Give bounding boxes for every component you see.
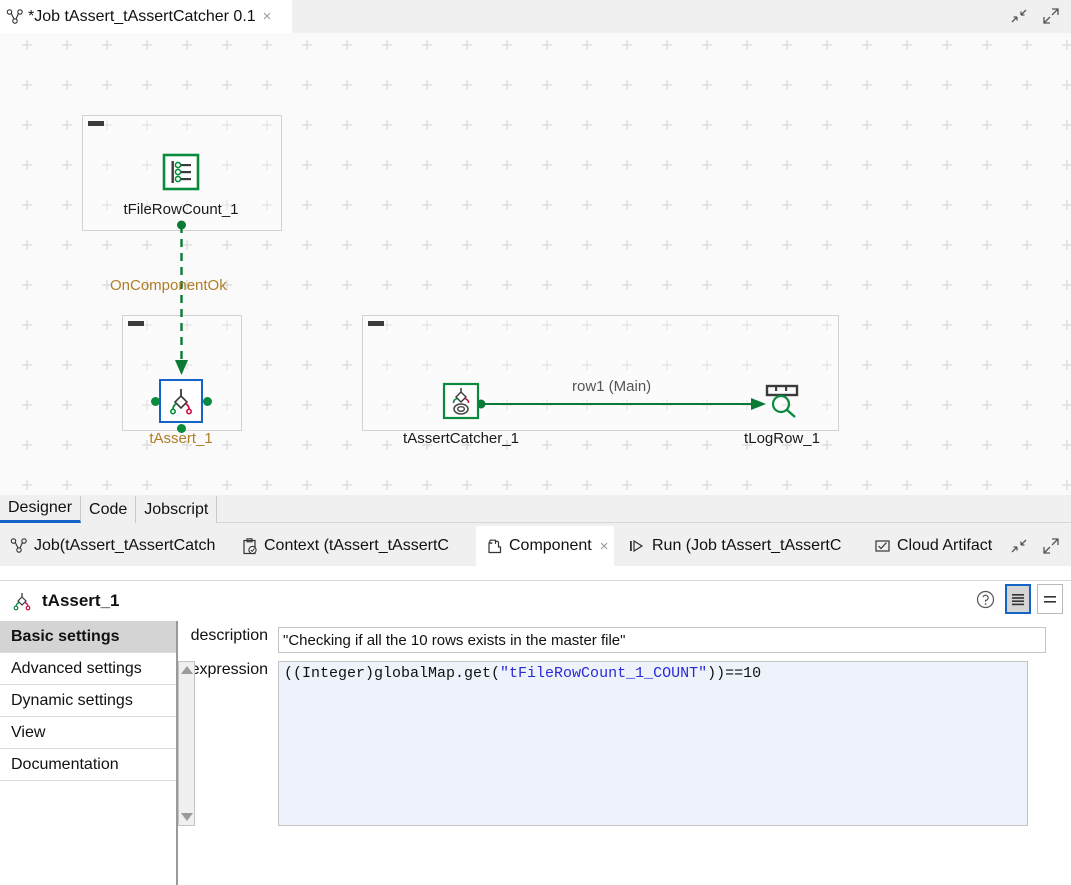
description-label: description xyxy=(190,627,268,644)
view-window-controls xyxy=(1009,536,1061,556)
expression-editor[interactable]: ((Integer)globalMap.get("tFileRowCount_1… xyxy=(278,661,1028,826)
tab-label: Job(tAssert_tAssertCatch xyxy=(34,537,216,554)
subjob-collapse-handle[interactable] xyxy=(88,121,104,126)
component-puzzle-icon xyxy=(486,538,503,555)
component-header-actions xyxy=(971,584,1063,614)
connector-dot-right[interactable] xyxy=(203,397,212,406)
node-tfilerowcount-1[interactable]: tFileRowCount_1 xyxy=(123,153,239,218)
tab-context-view[interactable]: Context (tAssert_tAssertC xyxy=(232,526,476,566)
expression-scrollbar[interactable] xyxy=(178,661,195,826)
editor-tab-title: *Job tAssert_tAssertCatcher 0.1 xyxy=(28,7,256,25)
job-icon xyxy=(10,538,28,554)
run-icon xyxy=(628,538,646,554)
expression-prefix-text: ((Integer)globalMap.get( xyxy=(284,665,501,682)
tab-cloud-artifact-view[interactable]: Cloud Artifact xyxy=(864,526,1006,566)
subjob-frame-assertcatcher[interactable] xyxy=(362,315,839,431)
tab-label: Cloud Artifact xyxy=(897,537,993,554)
context-icon xyxy=(242,537,258,555)
dense-view-icon[interactable] xyxy=(1005,584,1031,614)
sidebar-item-documentation[interactable]: Documentation xyxy=(0,749,176,781)
page-title: tAssert_1 xyxy=(42,591,120,610)
sidebar-item-advanced-settings[interactable]: Advanced settings xyxy=(0,653,176,685)
job-icon xyxy=(6,8,24,25)
expression-string-literal: "tFileRowCount_1_COUNT" xyxy=(500,665,708,682)
restore-icon[interactable] xyxy=(1009,536,1029,556)
help-icon[interactable] xyxy=(971,584,999,614)
designer-tab-bar: Designer Code Jobscript xyxy=(0,495,1071,523)
tab-job-view[interactable]: Job(tAssert_tAssertCatch xyxy=(0,526,232,566)
basic-settings-form: description expression ((Integer)globalM… xyxy=(178,621,1071,885)
node-label: tLogRow_1 xyxy=(744,430,820,447)
tab-designer[interactable]: Designer xyxy=(0,496,82,523)
subjob-collapse-handle[interactable] xyxy=(128,321,144,326)
node-label: tAssertCatcher_1 xyxy=(403,430,519,447)
tab-label: Run (Job tAssert_tAssertC xyxy=(652,537,842,554)
editor-tab-bar: *Job tAssert_tAssertCatcher 0.1 × xyxy=(0,0,1071,33)
job-design-canvas[interactable]: OnComponentOk row1 (Main) tFileRowCount_… xyxy=(0,33,1071,495)
scroll-down-icon[interactable] xyxy=(180,813,193,821)
tab-run-view[interactable]: Run (Job tAssert_tAssertC xyxy=(618,526,864,566)
tab-component-view[interactable]: Component × xyxy=(476,526,614,566)
sparse-view-icon[interactable] xyxy=(1037,584,1063,614)
designer-tab-filler xyxy=(217,495,1071,523)
settings-section-list: Basic settings Advanced settings Dynamic… xyxy=(0,621,177,885)
connector-dot-bottom[interactable] xyxy=(177,424,186,433)
close-icon[interactable]: × xyxy=(262,8,272,25)
connection-layer xyxy=(175,220,766,410)
maximize-icon[interactable] xyxy=(1041,536,1061,556)
subjob-collapse-handle[interactable] xyxy=(368,321,384,326)
editor-tab-job[interactable]: *Job tAssert_tAssertCatcher 0.1 × xyxy=(0,0,292,33)
scroll-up-icon[interactable] xyxy=(180,666,193,674)
node-tassertcatcher-1[interactable]: tAssertCatcher_1 xyxy=(403,382,519,447)
panel-divider xyxy=(177,621,178,885)
node-label: tAssert_1 xyxy=(149,430,213,447)
node-tlogrow-1[interactable]: tLogRow_1 xyxy=(744,382,820,447)
cloud-artifact-icon xyxy=(874,538,891,554)
view-tab-bar: Job(tAssert_tAssertCatch Context (tAsser… xyxy=(0,526,1071,566)
assert-icon xyxy=(10,590,34,612)
connection-label-row1[interactable]: row1 (Main) xyxy=(572,378,652,395)
window-controls xyxy=(1009,6,1061,26)
expression-suffix-text: ))==10 xyxy=(707,665,762,682)
node-tassert-1[interactable]: tAssert_1 xyxy=(149,379,213,447)
close-icon[interactable]: × xyxy=(599,537,609,555)
assert-catcher-icon xyxy=(442,382,480,420)
tab-label: Context (tAssert_tAssertC xyxy=(264,537,449,554)
tab-code[interactable]: Code xyxy=(81,496,137,523)
log-row-icon xyxy=(763,382,801,420)
connection-label-oncomponentok[interactable]: OnComponentOk xyxy=(110,277,227,294)
tab-label: Component xyxy=(509,537,592,554)
sidebar-item-view[interactable]: View xyxy=(0,717,176,749)
maximize-icon[interactable] xyxy=(1041,6,1061,26)
assert-icon xyxy=(162,382,200,420)
restore-icon[interactable] xyxy=(1009,6,1029,26)
expression-row: expression ((Integer)globalMap.get("tFil… xyxy=(178,661,1028,826)
node-label: tFileRowCount_1 xyxy=(123,201,239,218)
description-input[interactable] xyxy=(278,627,1046,653)
selection-border xyxy=(159,379,203,423)
sidebar-item-basic-settings[interactable]: Basic settings xyxy=(0,621,176,653)
file-row-count-icon xyxy=(162,153,200,191)
connector-dot-left[interactable] xyxy=(151,397,160,406)
expression-label: expression xyxy=(190,661,268,678)
sidebar-item-dynamic-settings[interactable]: Dynamic settings xyxy=(0,685,176,717)
component-properties-panel: tAssert_1 xyxy=(0,566,1071,885)
tab-jobscript[interactable]: Jobscript xyxy=(136,496,218,523)
component-header: tAssert_1 xyxy=(0,580,1071,622)
description-row: description xyxy=(178,627,1046,653)
